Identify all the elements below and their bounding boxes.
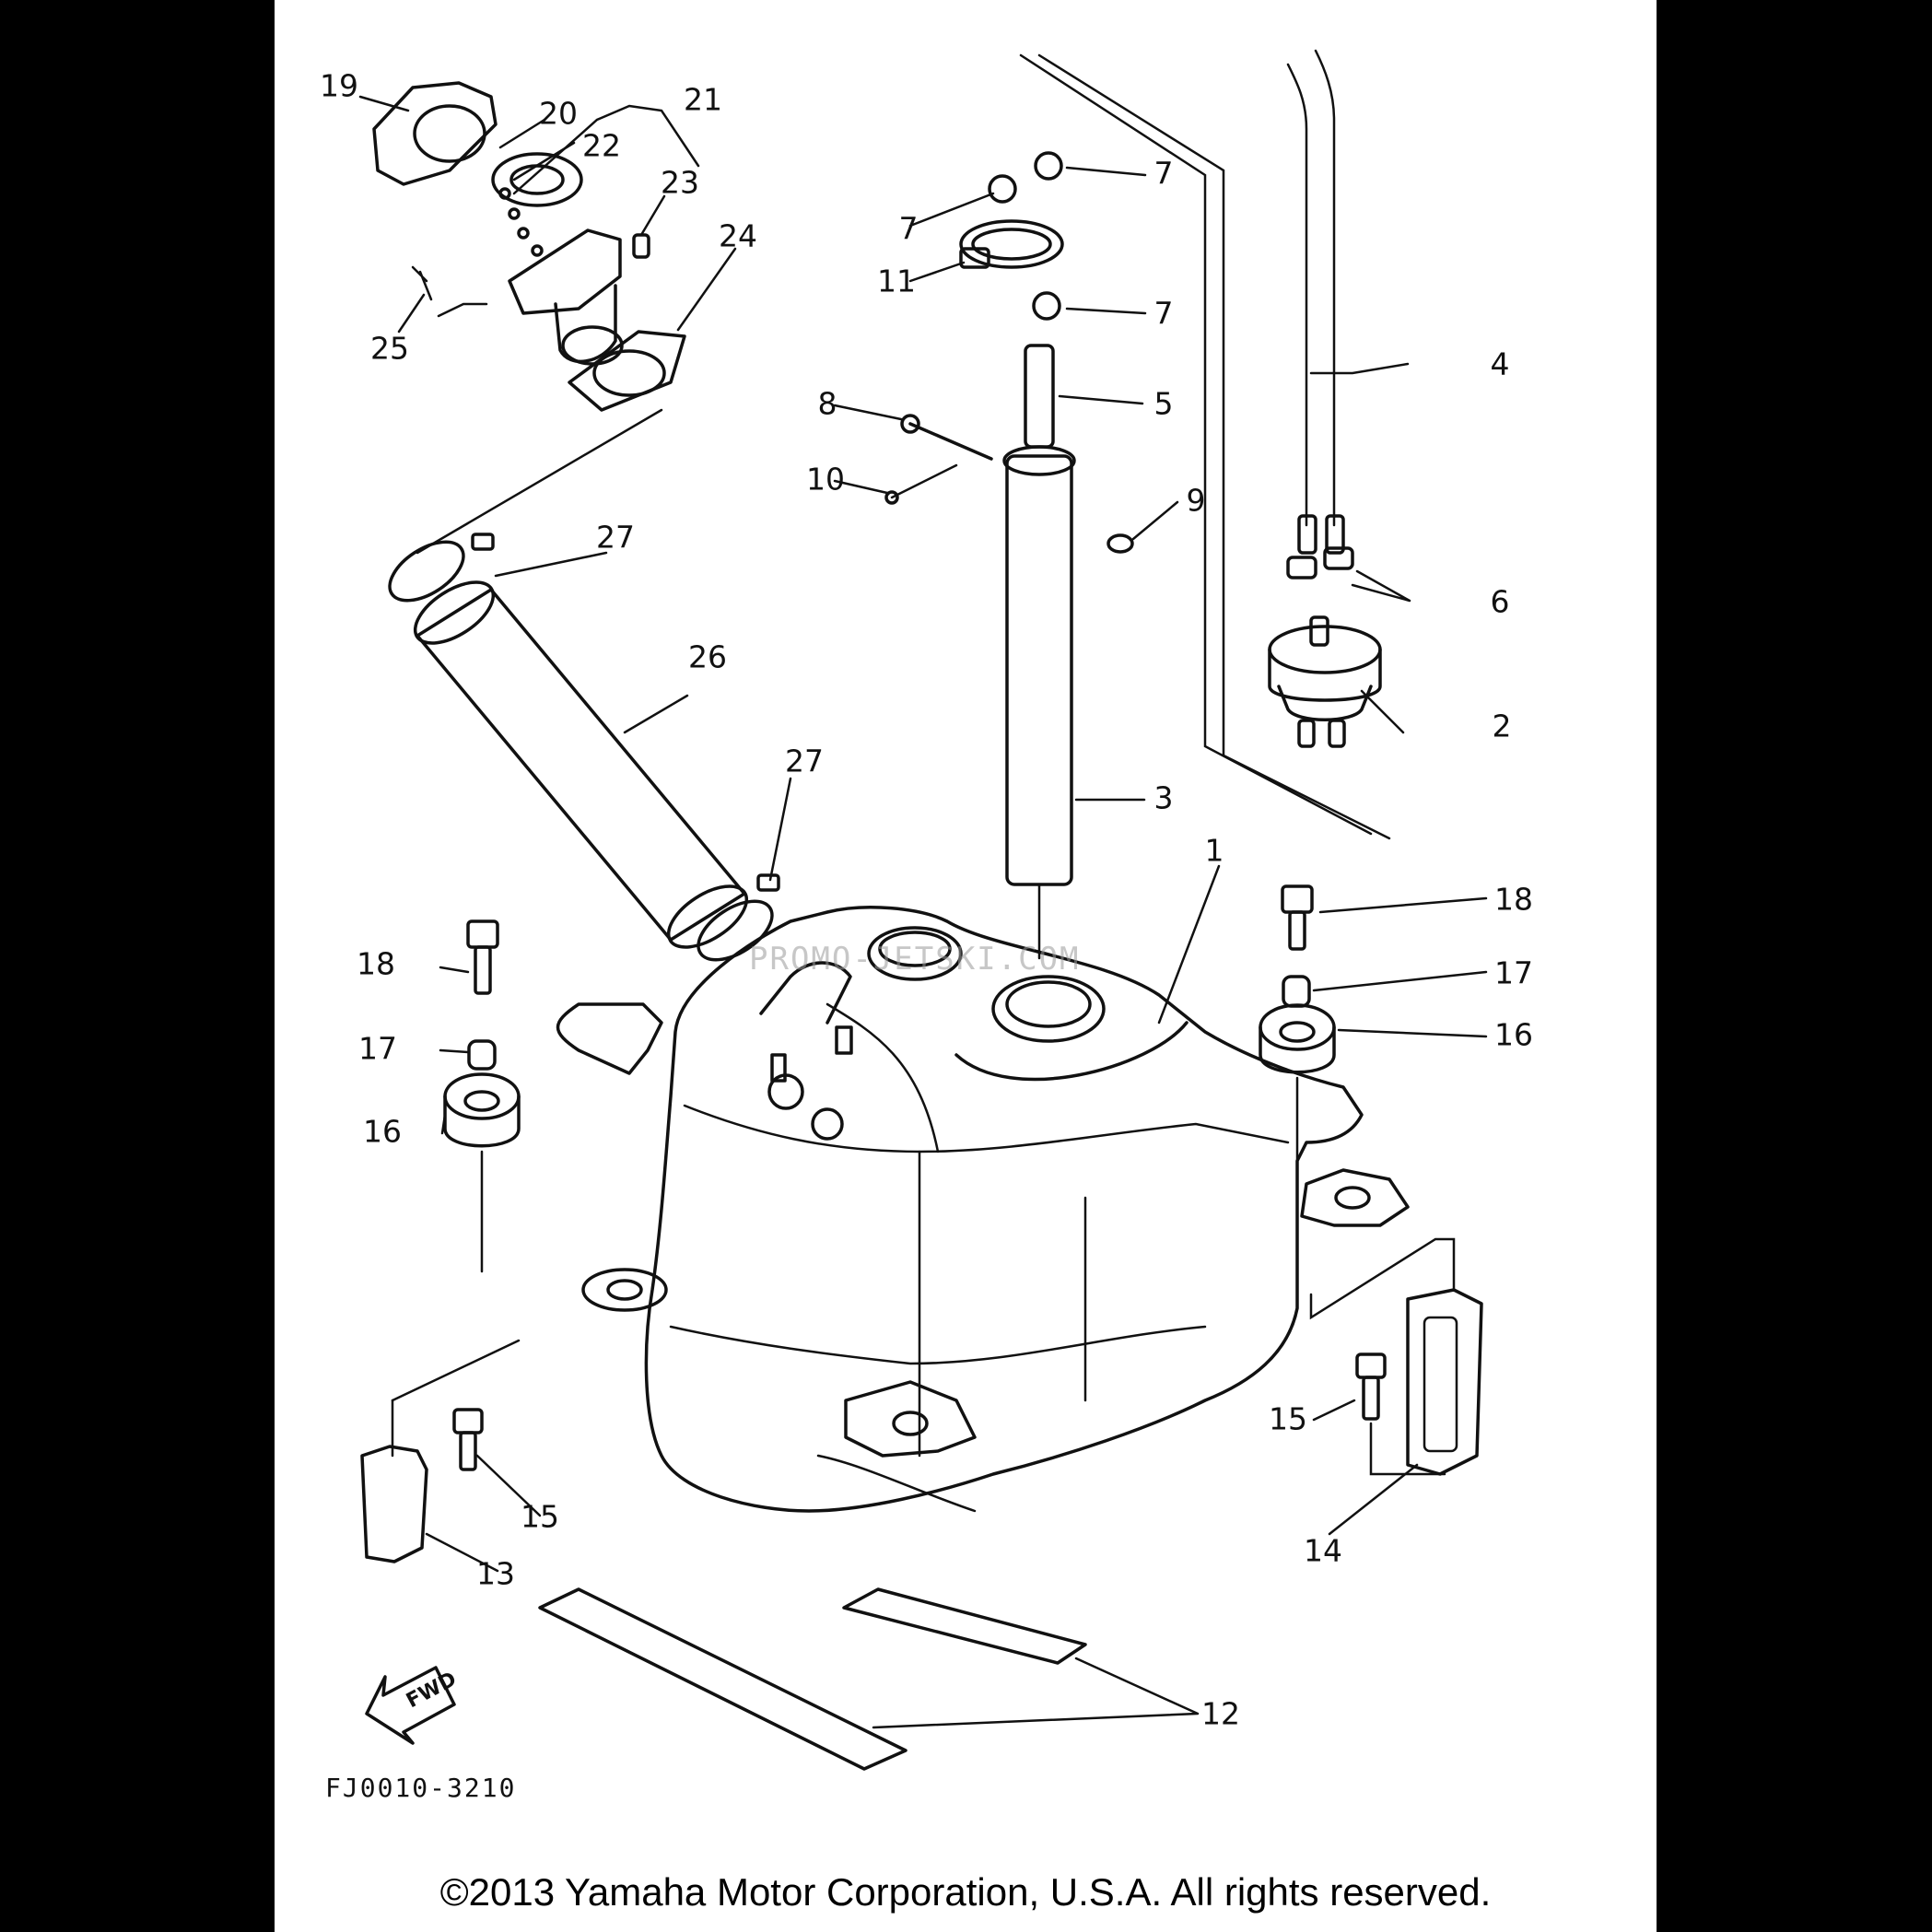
callout-10: 10	[806, 462, 845, 498]
callout-9: 9	[1187, 483, 1206, 519]
callout-7-c: 7	[1154, 296, 1174, 332]
callout-27-top: 27	[596, 520, 635, 556]
callout-11: 11	[877, 263, 916, 299]
mounting-hardware	[360, 884, 1483, 1563]
callout-25: 25	[370, 331, 409, 367]
callout-18-right: 18	[1494, 882, 1533, 918]
callout-15-right: 15	[1269, 1401, 1307, 1437]
pickup-tube-assembly	[884, 53, 1391, 960]
callout-13: 13	[476, 1556, 515, 1592]
callout-4: 4	[1491, 346, 1510, 382]
callout-17-right: 17	[1494, 955, 1533, 991]
callout-20: 20	[539, 96, 578, 132]
callout-numbers: 19 20 22 21 23 24 25 27 26 27 7 7 11 7 5…	[320, 68, 1533, 1732]
callout-5: 5	[1154, 386, 1174, 422]
callout-6: 6	[1491, 584, 1510, 620]
callout-15-left: 15	[521, 1499, 559, 1535]
diagram-sheet: FWD 19	[275, 0, 1657, 1932]
callout-1: 1	[1205, 833, 1224, 869]
callout-24: 24	[719, 218, 757, 254]
drawing-code: FJ0010-3210	[325, 1773, 516, 1803]
fuel-tank	[556, 906, 1410, 1513]
callout-19: 19	[320, 68, 358, 104]
leader-lines	[358, 95, 1488, 1729]
callout-3: 3	[1154, 780, 1174, 816]
callout-7-b: 7	[899, 211, 919, 247]
callout-16-left: 16	[363, 1114, 402, 1150]
watermark: PROMO-JETSKI.COM	[749, 941, 1081, 978]
callout-8: 8	[818, 386, 837, 422]
callout-22: 22	[582, 128, 621, 164]
callout-23: 23	[661, 165, 699, 201]
exploded-parts-diagram: FWD 19	[320, 49, 1533, 1803]
callout-21: 21	[684, 82, 722, 118]
fuel-filter-assembly	[1268, 49, 1382, 748]
callout-14: 14	[1304, 1533, 1342, 1569]
forward-direction-arrow: FWD	[365, 1666, 461, 1745]
callout-18-left: 18	[357, 946, 395, 982]
copyright-notice: ©2013 Yamaha Motor Corporation, U.S.A. A…	[439, 1870, 1492, 1914]
callout-16-right: 16	[1494, 1017, 1533, 1053]
callout-7-a: 7	[1154, 156, 1174, 192]
callout-2: 2	[1493, 708, 1512, 744]
tank-pads	[538, 1587, 1087, 1771]
callout-12: 12	[1201, 1696, 1240, 1732]
filler-hose	[388, 408, 780, 962]
callout-26: 26	[688, 639, 727, 675]
filler-cap-assembly	[372, 81, 686, 412]
callout-17-left: 17	[358, 1031, 397, 1067]
callout-27-bottom: 27	[785, 744, 824, 779]
